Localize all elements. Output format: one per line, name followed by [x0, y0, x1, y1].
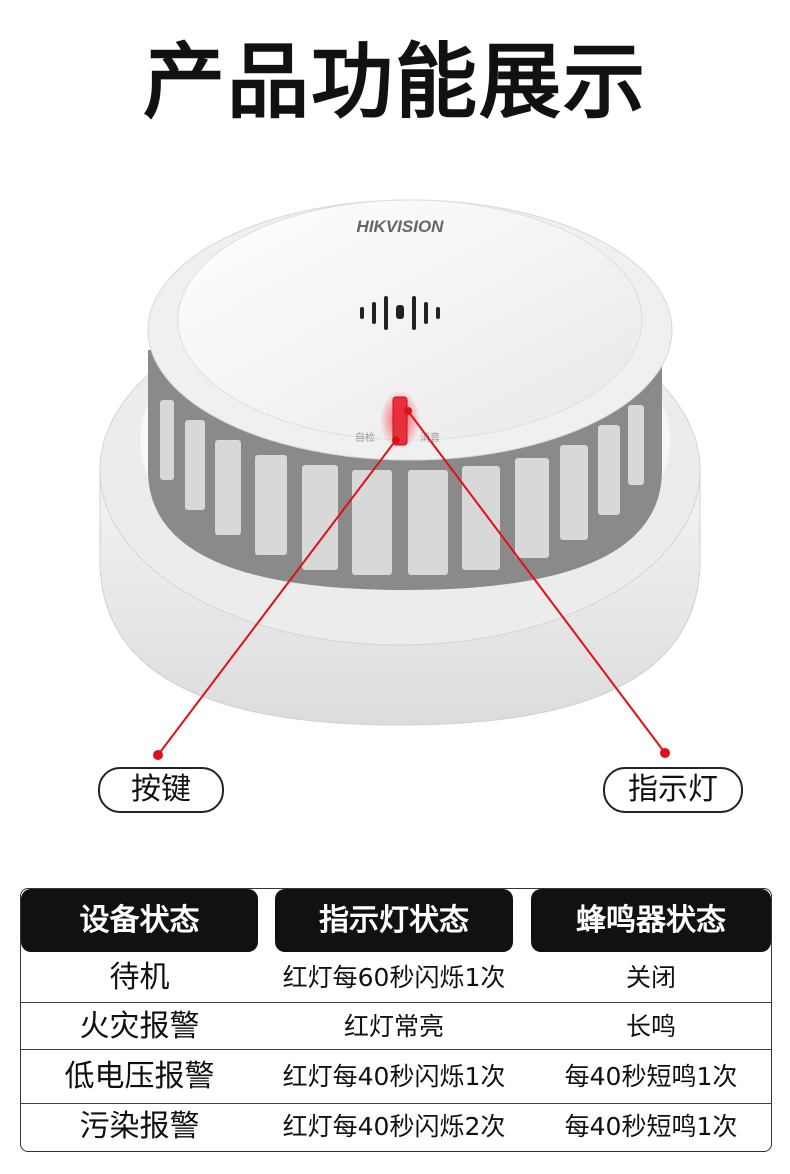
cell-indicator: 红灯每40秒闪烁1次	[282, 1062, 506, 1091]
mute-label: 消音	[420, 431, 440, 444]
status-table: 设备状态 指示灯状态 蜂鸣器状态 待机 红灯每60秒闪烁1次 关闭 火灾报警 红…	[20, 888, 772, 1152]
brand-logo: HIKVISION	[357, 217, 445, 236]
cell-state: 火灾报警	[79, 1009, 200, 1044]
smoke-detector-image: HIKVISION 自检 消音	[99, 199, 701, 760]
cell-indicator: 红灯每60秒闪烁1次	[282, 963, 506, 992]
cell-state: 低电压报警	[64, 1059, 215, 1094]
sound-icon	[360, 296, 440, 330]
cell-buzzer: 关闭	[625, 963, 676, 992]
cell-indicator: 红灯常亮	[343, 1012, 444, 1041]
cell-buzzer: 每40秒短鸣1次	[564, 1112, 738, 1141]
self-test-label: 自检	[355, 431, 375, 444]
header-buzzer-status: 蜂鸣器状态	[531, 889, 771, 952]
callout-indicator: 指示灯	[603, 767, 743, 813]
cell-indicator: 红灯每40秒闪烁2次	[282, 1112, 506, 1141]
table-row: 低电压报警 红灯每40秒闪烁1次 每40秒短鸣1次	[21, 1049, 771, 1104]
cell-buzzer: 长鸣	[625, 1012, 676, 1041]
page-title: 产品功能展示	[142, 35, 647, 130]
header-indicator-status: 指示灯状态	[275, 889, 513, 952]
vent-slots	[160, 400, 644, 575]
header-device-status: 设备状态	[21, 889, 258, 952]
table-row: 污染报警 红灯每40秒闪烁2次 每40秒短鸣1次	[21, 1103, 771, 1151]
cell-buzzer: 每40秒短鸣1次	[564, 1062, 738, 1091]
callout-button: 按键	[98, 767, 224, 813]
indicator-light	[392, 396, 408, 446]
table-row: 火灾报警 红灯常亮 长鸣	[21, 1002, 771, 1050]
cell-state: 待机	[109, 960, 170, 995]
callout-lines	[157, 410, 666, 756]
cell-state: 污染报警	[79, 1109, 200, 1144]
table-row: 待机 红灯每60秒闪烁1次 关闭	[21, 953, 771, 1002]
